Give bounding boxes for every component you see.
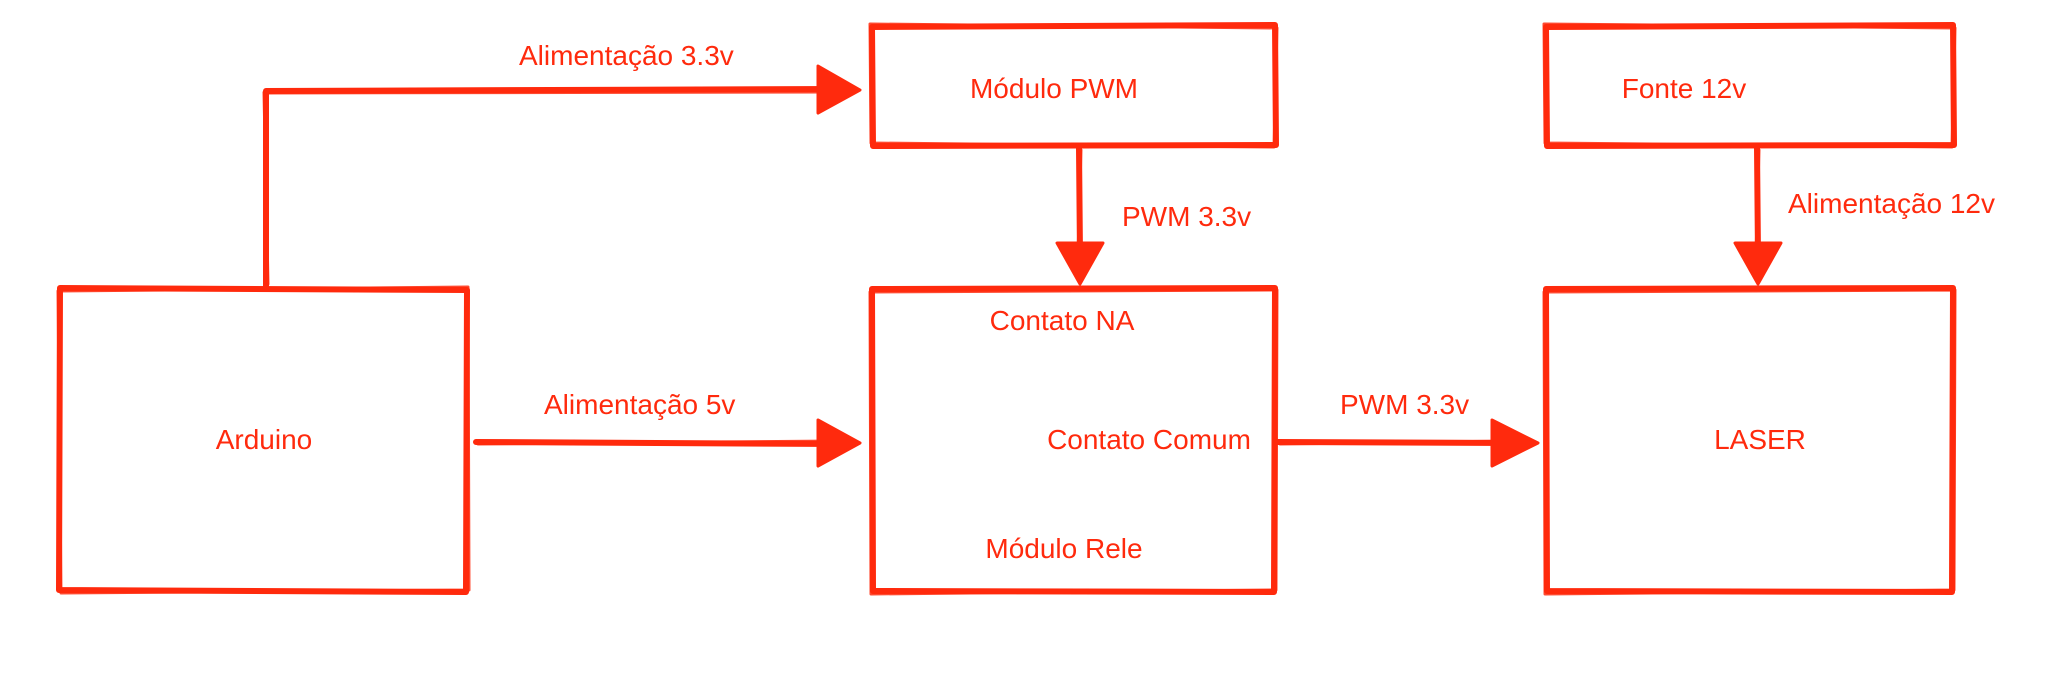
- laser-box: LASER: [1542, 285, 1957, 596]
- relay-module-box: Contato NA Contato Comum Módulo Rele: [868, 285, 1279, 596]
- arduino-to-pwm-label: Alimentação 3.3v: [519, 40, 734, 71]
- laser-label: LASER: [1714, 424, 1806, 455]
- relay-module-label: Módulo Rele: [985, 533, 1142, 564]
- relay-to-laser-arrow: PWM 3.3v: [1275, 389, 1540, 468]
- power-to-laser-arrow: Alimentação 12v: [1733, 145, 1995, 286]
- arduino-label: Arduino: [216, 424, 313, 455]
- power-supply-label: Fonte 12v: [1622, 73, 1747, 104]
- arduino-to-relay-label: Alimentação 5v: [544, 389, 735, 420]
- relay-to-laser-label: PWM 3.3v: [1340, 389, 1469, 420]
- pwm-to-relay-label: PWM 3.3v: [1122, 201, 1251, 232]
- pwm-to-relay-arrow: PWM 3.3v: [1055, 145, 1251, 286]
- contact-no-label: Contato NA: [990, 305, 1135, 336]
- contact-common-label: Contato Comum: [1047, 424, 1251, 455]
- arduino-to-pwm-arrow: Alimentação 3.3v: [262, 40, 862, 289]
- pwm-module-box: Módulo PWM: [868, 22, 1279, 149]
- pwm-module-label: Módulo PWM: [970, 73, 1138, 104]
- arduino-box: Arduino: [56, 285, 471, 595]
- arduino-to-relay-arrow: Alimentação 5v: [473, 389, 862, 468]
- power-to-laser-label: Alimentação 12v: [1788, 188, 1995, 219]
- power-supply-box: Fonte 12v: [1542, 22, 1957, 149]
